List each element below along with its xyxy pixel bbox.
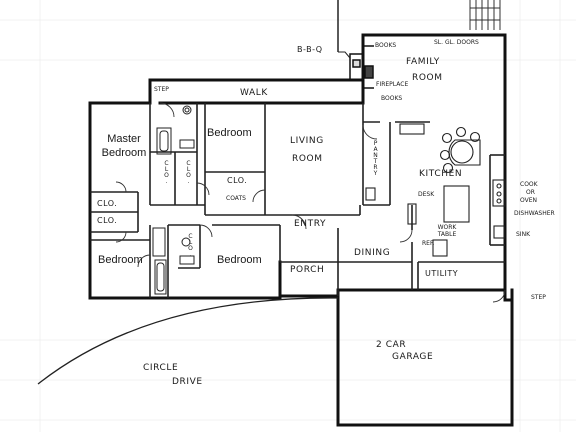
clo-master-2-label: CLO. — [185, 160, 192, 184]
step-right-label: STEP — [531, 294, 546, 301]
walk-label: WALK — [240, 88, 268, 98]
utility-label: UTILITY — [425, 269, 459, 278]
family-room-label: ROOM — [412, 73, 443, 83]
circle-drive-arc — [37, 297, 339, 385]
kitchen-label: KITCHEN — [419, 169, 463, 179]
clo-left-1-label: CLO. — [97, 199, 118, 208]
oven-label: OVEN — [520, 197, 538, 204]
bedroom-right-label: Bedroom — [217, 254, 262, 266]
two-car-label: 2 CAR — [376, 340, 407, 350]
cook-label: COOK — [520, 181, 538, 188]
porch-label: PORCH — [290, 265, 325, 275]
coats-label: COATS — [226, 195, 246, 202]
dishwasher-label: DISHWASHER — [514, 210, 555, 217]
garage-label: GARAGE — [392, 352, 434, 362]
fireplace-books — [349, 45, 374, 89]
living-room-label: ROOM — [292, 154, 323, 164]
dining-label: DINING — [354, 248, 391, 258]
books-top-label: BOOKS — [375, 42, 397, 49]
bbq-label: B-B-Q — [297, 45, 323, 54]
books-bottom-label: BOOKS — [381, 95, 403, 102]
clo-master-1-label: CLO. — [163, 160, 170, 184]
master-bedroom-label: Master Bedroom — [101, 133, 147, 160]
pantry-label: PANTRY — [372, 140, 379, 176]
clo-center-label: CLO. — [227, 176, 248, 185]
sink-label: SINK — [516, 231, 531, 238]
step-top-label: STEP — [154, 86, 169, 93]
family-label: FAMILY — [406, 57, 440, 67]
bedroom-top-label: Bedroom — [207, 127, 252, 139]
desk-label: DESK — [418, 191, 435, 198]
or-label: OR — [526, 189, 535, 196]
fireplace-label: FIREPLACE — [376, 81, 409, 88]
clo-left-2-label: CLO. — [97, 216, 118, 225]
circle-label: CIRCLE — [143, 363, 179, 373]
clo-lower-label: CLO. — [187, 233, 194, 257]
kitchen-fixtures — [365, 123, 506, 257]
door-swings — [115, 102, 506, 303]
living-label: LIVING — [290, 136, 324, 146]
sliding-doors-label: SL. GL. DOORS — [434, 39, 479, 46]
tree-icon — [469, 0, 501, 30]
bbq-leader — [338, 51, 351, 59]
ref-label: REF. — [422, 240, 435, 247]
drive-label: DRIVE — [172, 377, 203, 387]
work-table-label: WORK TABLE — [437, 224, 457, 239]
bath-fixtures — [152, 105, 195, 295]
bedroom-left-label: Bedroom — [98, 254, 143, 266]
interior-walls — [90, 103, 505, 298]
entry-label: ENTRY — [294, 219, 327, 229]
